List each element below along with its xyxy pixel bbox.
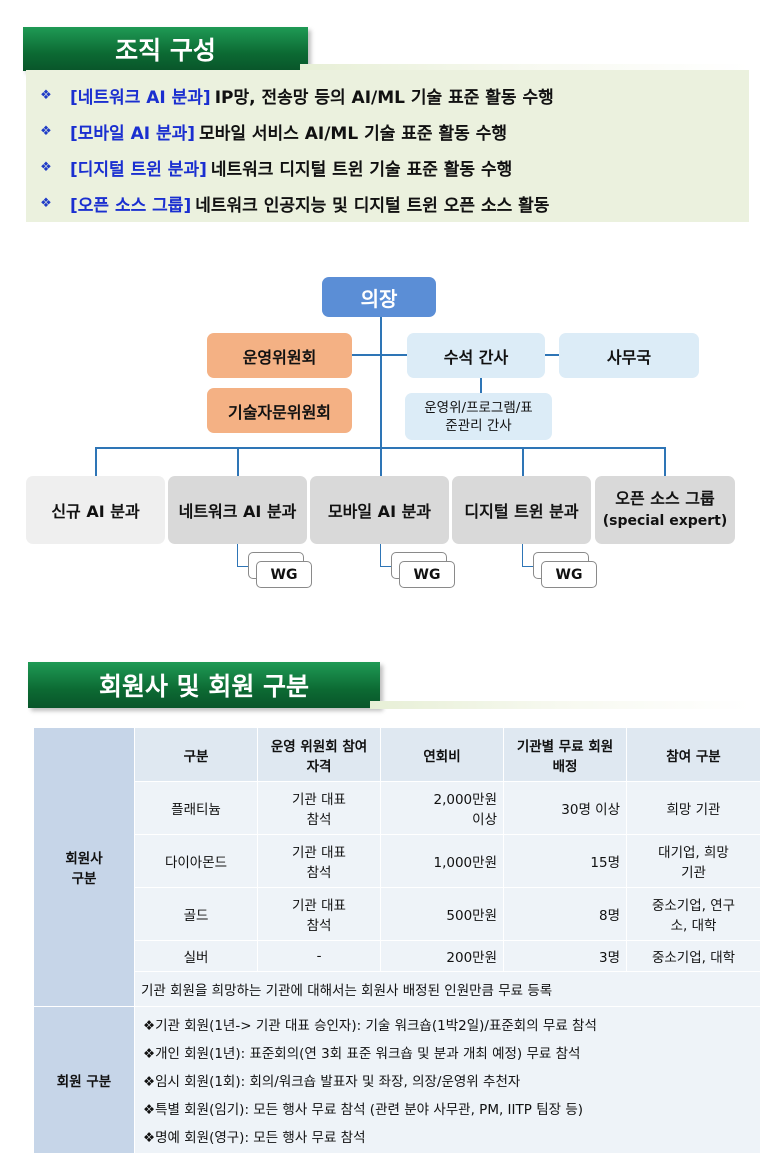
list-item: ❖특별 회원(임기): 모든 행사 무료 참석 (관련 분야 사무관, PM, … xyxy=(143,1102,584,1118)
title-underline xyxy=(300,64,750,72)
wg-connector xyxy=(380,544,393,567)
tier-name: 다이아몬드 xyxy=(134,834,258,888)
wg-box: WG xyxy=(399,561,455,588)
tier-name: 골드 xyxy=(134,887,258,941)
steering-committee-box: 운영위원회 xyxy=(207,333,352,378)
tier-fee: 200만원 xyxy=(380,940,504,972)
list-item: ❖임시 회원(1회): 회의/워크숍 발표자 및 좌장, 의장/운영위 추천자 xyxy=(143,1074,521,1090)
tier-fee: 1,000만원 xyxy=(380,834,504,888)
division-mobile-ai: 모바일 AI 분과 xyxy=(310,476,449,544)
division-digital-twin: 디지털 트윈 분과 xyxy=(452,476,591,544)
individual-member-row: 회원 구분 ❖기관 회원(1년-> 기관 대표 승인자): 기술 워크숍(1박2… xyxy=(33,1006,761,1154)
column-header: 구분 xyxy=(134,727,258,782)
table-header-row: 회원사 구분 구분 운영 위원회 참여 자격 연회비 기관별 무료 회원 배정 … xyxy=(33,727,761,1007)
tier-free-members: 15명 xyxy=(503,834,627,888)
bullet-category: [네트워크 AI 분과] xyxy=(70,87,211,108)
org-section-title: 조직 구성 xyxy=(23,27,308,71)
advisory-committee-box: 기술자문위원회 xyxy=(207,388,352,433)
tier-participation: 중소기업, 연구소, 대학 xyxy=(626,887,761,941)
division-network-ai: 네트워크 AI 분과 xyxy=(168,476,307,544)
diamond-bullet-icon: ❖ xyxy=(40,87,52,103)
chart-connector xyxy=(95,447,97,476)
chart-connector xyxy=(664,447,666,476)
tier-fee: 500만원 xyxy=(380,887,504,941)
list-item: ❖ [모바일 AI 분과] 모바일 서비스 AI/ML 기술 표준 활동 수행 xyxy=(26,116,507,146)
bullet-category: [오픈 소스 그룹] xyxy=(70,195,192,216)
diamond-bullet-icon: ❖ xyxy=(40,123,52,139)
tier-qualification: - xyxy=(257,940,381,972)
tier-free-members: 8명 xyxy=(503,887,627,941)
column-header: 참여 구분 xyxy=(626,727,761,782)
chart-connector xyxy=(522,447,524,476)
chair-box: 의장 xyxy=(322,277,436,317)
chart-connector xyxy=(352,354,408,356)
individual-member-list: ❖기관 회원(1년-> 기관 대표 승인자): 기술 워크숍(1박2일)/표준회… xyxy=(134,1006,761,1154)
division-new-ai: 신규 AI 분과 xyxy=(26,476,165,544)
list-item: ❖기관 회원(1년-> 기관 대표 승인자): 기술 워크숍(1박2일)/표준회… xyxy=(143,1018,597,1034)
tier-name: 실버 xyxy=(134,940,258,972)
tier-participation: 대기업, 희망 기관 xyxy=(626,834,761,888)
column-header: 연회비 xyxy=(380,727,504,782)
diamond-bullet-icon: ❖ xyxy=(40,159,52,175)
bullet-description: 네트워크 디지털 트윈 기술 표준 활동 수행 xyxy=(210,159,513,180)
table-row: 플래티늄 기관 대표 참석 2,000만원 이상 30명 이상 희망 기관 xyxy=(34,781,761,835)
list-item: ❖ [네트워크 AI 분과] IP망, 전송망 등의 AI/ML 기술 표준 활… xyxy=(26,80,554,110)
open-source-title: 오픈 소스 그룹 xyxy=(615,489,715,508)
chart-connector xyxy=(480,378,482,394)
chart-connector xyxy=(237,447,239,476)
diamond-bullet-icon: ❖ xyxy=(40,195,52,211)
wg-connector xyxy=(237,544,250,567)
wg-connector xyxy=(522,544,535,567)
tier-qualification: 기관 대표 참석 xyxy=(257,781,381,835)
list-item: ❖명예 회원(영구): 모든 행사 무료 참석 xyxy=(143,1130,366,1146)
tier-free-members: 30명 이상 xyxy=(503,781,627,835)
secretariat-box: 사무국 xyxy=(559,333,699,378)
tier-qualification: 기관 대표 참석 xyxy=(257,834,381,888)
sub-secretary-box: 운영위/프로그램/표준관리 간사 xyxy=(405,393,552,440)
bullet-description: 네트워크 인공지능 및 디지털 트윈 오픈 소스 활동 xyxy=(195,195,550,216)
tier-name: 플래티늄 xyxy=(134,781,258,835)
chart-connector xyxy=(380,447,382,476)
wg-box: WG xyxy=(541,561,597,588)
table-note-row: 기관 회원을 희망하는 기관에 대해서는 회원사 배정된 인원만큼 무료 등록 xyxy=(34,971,761,1007)
tier-qualification: 기관 대표 참석 xyxy=(257,887,381,941)
tier-participation: 희망 기관 xyxy=(626,781,761,835)
column-header: 기관별 무료 회원 배정 xyxy=(503,727,627,782)
wg-box: WG xyxy=(256,561,312,588)
open-source-group-box: 오픈 소스 그룹 (special expert) xyxy=(595,476,735,544)
tier-fee: 2,000만원 이상 xyxy=(380,781,504,835)
bullet-description: 모바일 서비스 AI/ML 기술 표준 활동 수행 xyxy=(199,123,507,144)
title-underline xyxy=(370,701,750,709)
chart-connector xyxy=(380,316,382,448)
column-header: 운영 위원회 참여 자격 xyxy=(257,727,381,782)
table-row: 골드 기관 대표 참석 500만원 8명 중소기업, 연구소, 대학 xyxy=(34,887,761,941)
tier-participation: 중소기업, 대학 xyxy=(626,940,761,972)
membership-table: 회원사 구분 구분 운영 위원회 참여 자격 연회비 기관별 무료 회원 배정 … xyxy=(33,727,761,1154)
bullet-category: [모바일 AI 분과] xyxy=(70,123,196,144)
bullet-category: [디지털 트윈 분과] xyxy=(70,159,207,180)
list-item: ❖ [오픈 소스 그룹] 네트워크 인공지능 및 디지털 트윈 오픈 소스 활동 xyxy=(26,188,549,218)
table-row: 다이아몬드 기관 대표 참석 1,000만원 15명 대기업, 희망 기관 xyxy=(34,834,761,888)
open-source-subtitle: (special expert) xyxy=(602,513,728,529)
members-section-title: 회원사 및 회원 구분 xyxy=(28,662,380,708)
chart-connector xyxy=(544,354,560,356)
tier-free-members: 3명 xyxy=(503,940,627,972)
bullet-description: IP망, 전송망 등의 AI/ML 기술 표준 활동 수행 xyxy=(214,87,554,108)
list-item: ❖ [디지털 트윈 분과] 네트워크 디지털 트윈 기술 표준 활동 수행 xyxy=(26,152,512,182)
table-row: 실버 - 200만원 3명 중소기업, 대학 xyxy=(34,940,761,972)
list-item: ❖개인 회원(1년): 표준회의(연 3회 표준 워크숍 및 분과 개최 예정)… xyxy=(143,1046,581,1062)
chief-secretary-box: 수석 간사 xyxy=(407,333,545,378)
org-bullet-list: ❖ [네트워크 AI 분과] IP망, 전송망 등의 AI/ML 기술 표준 활… xyxy=(26,70,749,222)
individual-member-label: 회원 구분 xyxy=(33,1006,135,1154)
company-tier-label: 회원사 구분 xyxy=(33,727,135,1007)
table-note: 기관 회원을 희망하는 기관에 대해서는 회원사 배정된 인원만큼 무료 등록 xyxy=(134,971,761,1007)
